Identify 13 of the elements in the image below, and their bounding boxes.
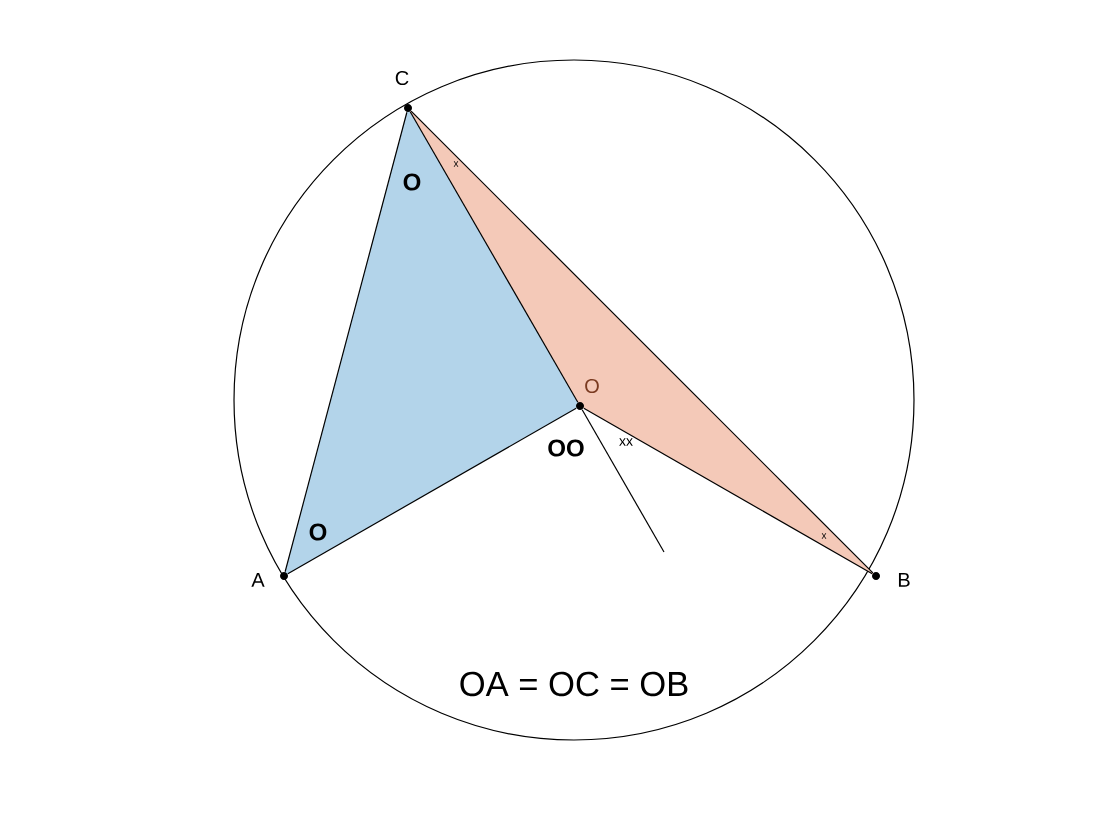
line-segment [581, 409, 665, 553]
angle-mark: OO [548, 439, 584, 457]
line-segment [287, 407, 577, 575]
angle-mark: O [309, 523, 327, 541]
line-segment [284, 111, 408, 573]
point-label: B [898, 573, 910, 587]
equation: OA = OC = OB [460, 671, 688, 697]
line-segment [583, 407, 873, 575]
point-label: O [585, 378, 599, 394]
angle-mark: O [403, 173, 421, 191]
point-label: A [251, 573, 265, 587]
line-segment [409, 111, 579, 403]
point-label: C [395, 70, 409, 86]
